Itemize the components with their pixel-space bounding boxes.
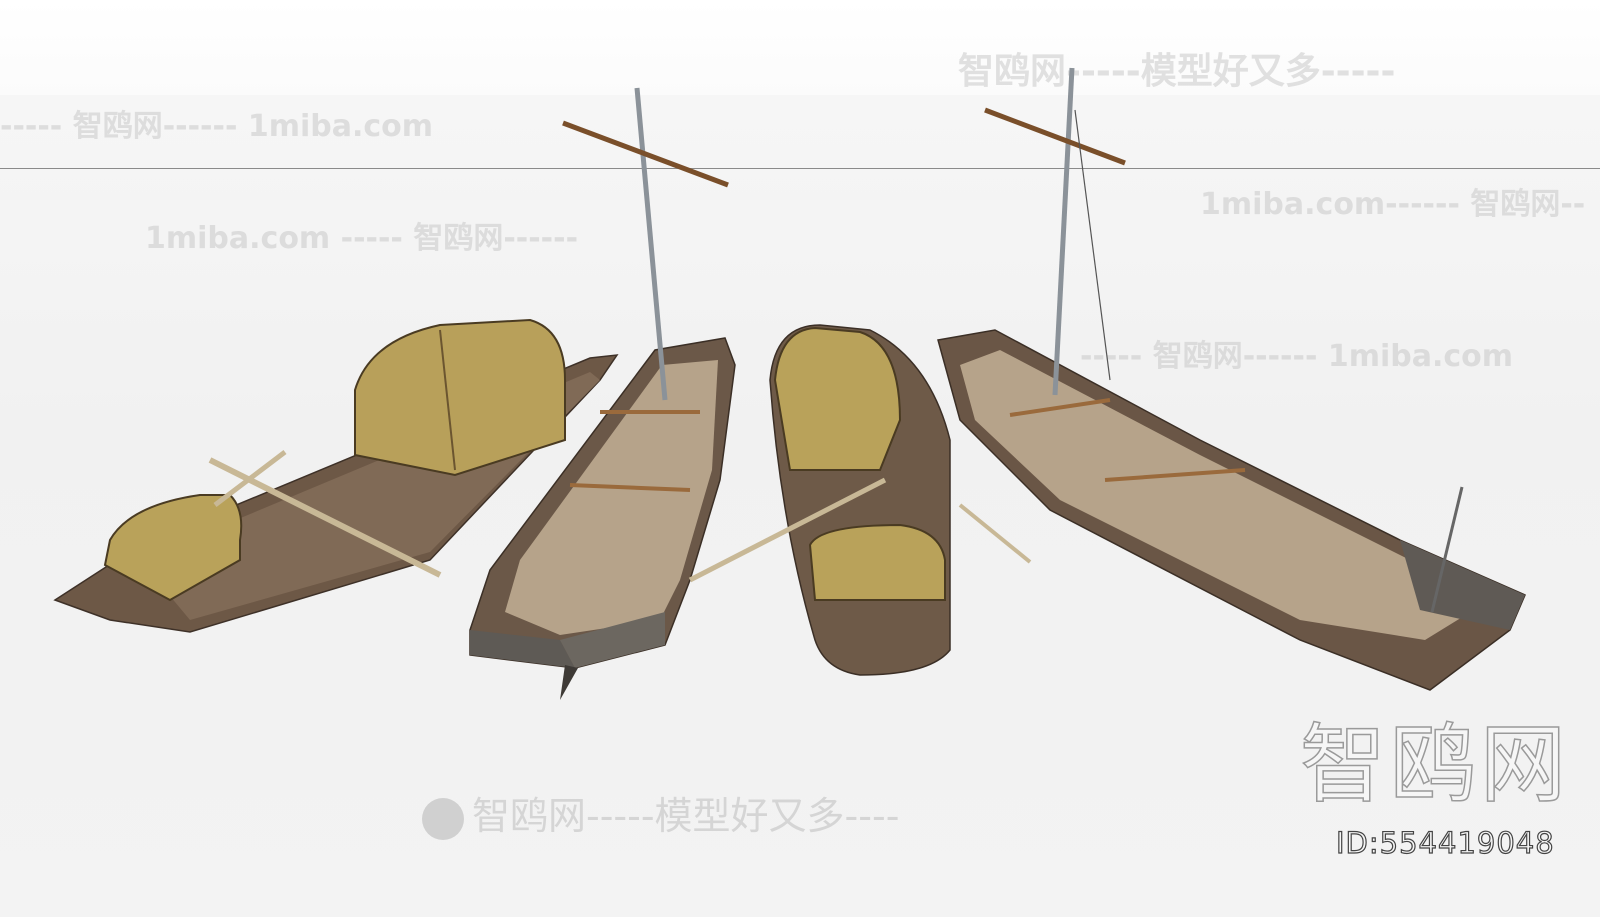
sailboat-boat-4	[937, 67, 1526, 691]
watermark-bottom-text: 智鸥网-----模型好又多----	[472, 794, 900, 838]
watermark-row-2: 1miba.com ----- 智鸥网------	[145, 221, 579, 256]
watermark-slogan-top: 智鸥网-----模型好又多-----	[958, 51, 1396, 92]
model-id-label: ID:554419048	[1335, 826, 1555, 860]
watermark-row-4: 1miba.com------ 智鸥网--	[1200, 187, 1586, 222]
horizon-line	[0, 168, 1600, 169]
covered-boat-3	[688, 324, 1032, 676]
sailboat-boat-2	[469, 87, 736, 700]
background-sky	[0, 0, 1600, 95]
watermark-big-logo: 智鸥网	[1299, 715, 1570, 815]
watermark-bottom: 智鸥网-----模型好又多----	[422, 794, 900, 840]
watermark-row-1: ----- 智鸥网------ 1miba.com	[0, 109, 434, 144]
watermark-row-3: ----- 智鸥网------ 1miba.com	[1080, 339, 1514, 374]
sampan-boat-left	[53, 318, 619, 633]
brand-logo-icon	[422, 797, 464, 840]
